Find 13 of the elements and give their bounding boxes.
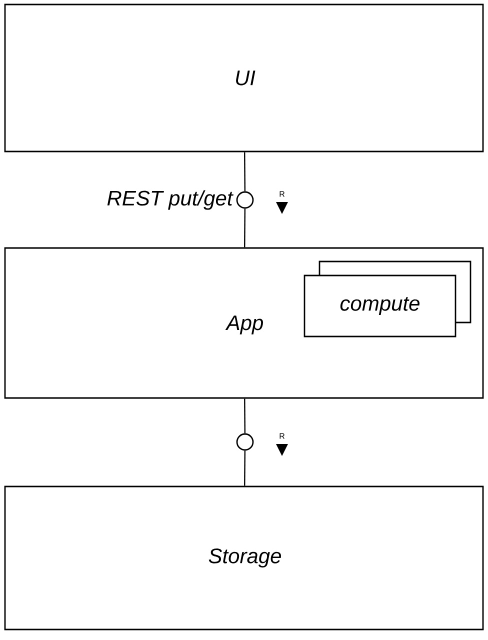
connector-line (244, 450, 246, 486)
box-label: App (225, 316, 263, 334)
box-label: Storage (208, 548, 281, 568)
connector-line (244, 398, 246, 434)
connector-line (244, 152, 246, 192)
interface-circle (236, 191, 254, 209)
direction-label: R (280, 433, 285, 439)
box-label: UI (236, 70, 256, 86)
connector-line (244, 208, 246, 248)
direction-label: R (280, 191, 285, 197)
interface-label: REST put/get (107, 190, 234, 210)
component-box: compute (304, 260, 472, 338)
interface-circle (236, 433, 254, 451)
